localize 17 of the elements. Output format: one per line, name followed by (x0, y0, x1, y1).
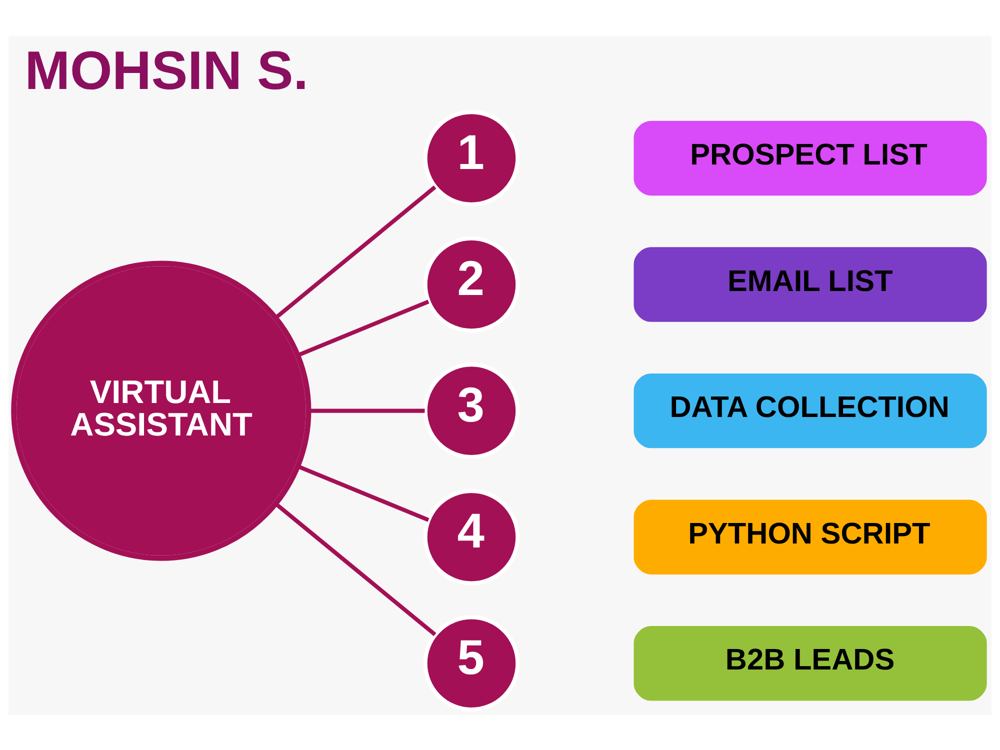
node-box: EMAIL LIST (634, 246, 987, 322)
node-circle: VIRTUAL ASSISTANT (11, 260, 312, 560)
connector (308, 408, 425, 412)
connector (274, 502, 436, 636)
node-circle: 1 (423, 110, 520, 206)
node-circle: 3 (423, 362, 520, 459)
node-circle: 5 (423, 614, 520, 712)
node-circle: 4 (423, 488, 520, 585)
connector (297, 464, 430, 522)
connector (297, 299, 430, 357)
node-box: DATA COLLECTION (634, 372, 987, 448)
node-box: B2B LEADS (634, 626, 987, 700)
node-circle: 2 (423, 236, 520, 332)
diagram-title: MOHSIN S. (24, 39, 308, 100)
node-box: PROSPECT LIST (634, 120, 987, 196)
connector (274, 185, 436, 319)
node-box: PYTHON SCRIPT (634, 499, 987, 574)
